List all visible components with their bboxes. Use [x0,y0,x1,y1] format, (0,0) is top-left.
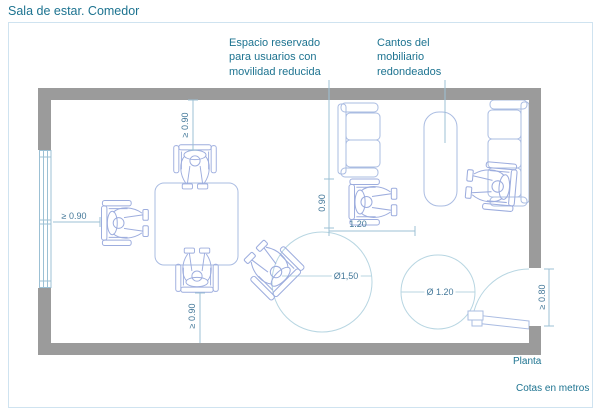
page-title: Sala de estar. Comedor [8,4,140,18]
sofa-left [337,102,381,178]
walls [38,88,541,355]
window [39,150,52,288]
dim-bottom-clearance: ≥ 0.90 [187,303,197,329]
dim-reserved-depth: 0.90 [317,194,327,212]
sofa-right [487,99,530,207]
diagram-frame [8,22,593,408]
turning-circle-150 [271,231,373,333]
dim-turning-circle-150: Ø1,50 [331,271,361,281]
dim-turning-circle-120: Ø 1.20 [424,287,456,297]
door-handle [467,310,484,321]
dimension-lines [53,80,554,343]
dim-reserved-width: 1.20 [349,219,367,229]
dim-door-width: ≥ 0.80 [537,284,547,310]
wheelchair-user-table-left [101,200,149,246]
view-label: Planta [513,356,542,367]
annotation-reserved-space: Espacio reservado para usuarios con movi… [229,37,321,78]
units-label: Cotas en metros [516,383,590,394]
annotation-rounded-edges: Cantos del mobiliario redondeados [377,37,442,78]
dim-top-clearance: ≥ 0.90 [180,112,190,138]
wheelchair-user-table-top [173,144,217,190]
dim-left-clearance: ≥ 0.90 [61,211,87,221]
door [467,268,530,330]
dining-table [154,182,239,266]
wheelchair-user-turning [236,232,307,303]
coffee-table [423,111,458,207]
wheelchair-user-table-bottom [175,247,219,293]
